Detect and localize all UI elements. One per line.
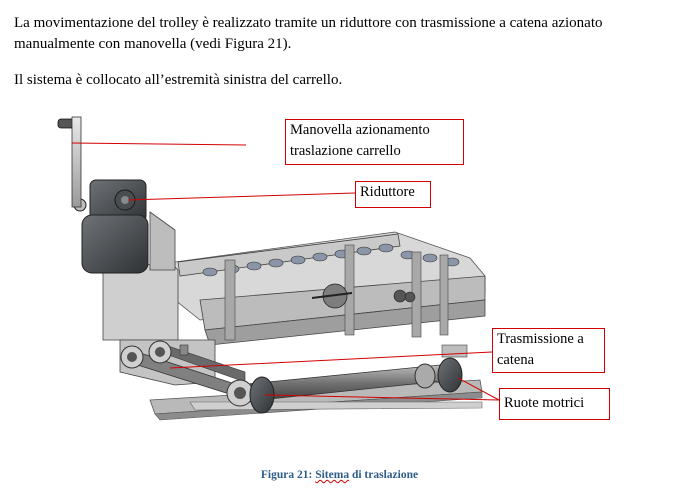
callout-wheels-label: Ruote motrici [504, 395, 585, 411]
caption-prefix: Figura 21: [260, 469, 316, 481]
intro-paragraph: La movimentazione del trolley è realizza… [14, 15, 603, 52]
location-paragraph: Il sistema è collocato all’estremità sin… [14, 72, 343, 88]
callout-reducer-label: Riduttore [360, 184, 415, 200]
callout-crank-line1: Manovella azionamento [290, 122, 430, 138]
callout-chain-line1: Trasmissione a [497, 331, 584, 347]
callout-chain-line2: catena [497, 352, 535, 368]
side-plate [102, 211, 216, 386]
crank-handle [57, 116, 82, 208]
drive-shaft [226, 344, 468, 414]
reducer-gearbox [73, 179, 149, 274]
figure-caption: Figura 21: Sitema di traslazione [0, 469, 679, 481]
callout-crank-line2: traslazione carrello [290, 143, 401, 159]
chain-transmission [120, 340, 246, 399]
callout-wheels: Ruote motrici [499, 388, 610, 420]
callout-reducer: Riduttore [355, 181, 431, 208]
trolley-drive-figure [57, 116, 500, 421]
callout-chain: Trasmissione a catena [492, 328, 605, 373]
caption-suffix: di traslazione [349, 469, 419, 481]
leader-lines [71, 142, 500, 401]
callout-crank: Manovella azionamento traslazione carrel… [285, 119, 464, 165]
conveyor-frame [174, 231, 486, 346]
caption-word: Sitema [315, 469, 350, 481]
